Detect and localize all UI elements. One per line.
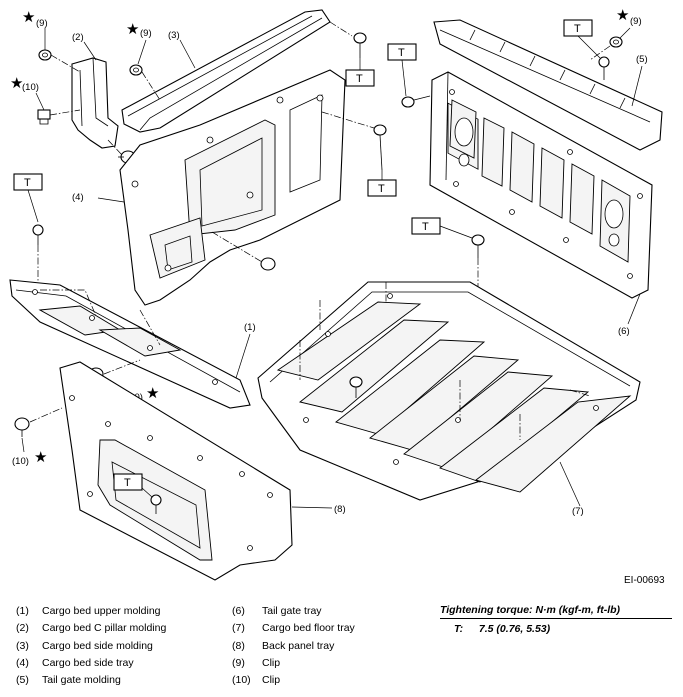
figure-id: EI-00693 xyxy=(624,575,665,586)
torque-marker: T xyxy=(345,69,375,87)
legend-left: (1)Cargo bed upper molding (2)Cargo bed … xyxy=(16,603,166,689)
torque-marker: T xyxy=(113,473,143,491)
legend-item: (2)Cargo bed C pillar molding xyxy=(16,622,167,635)
tail-gate-tray xyxy=(429,71,653,299)
c-pillar-molding xyxy=(71,57,119,149)
screw-tail-gate-tray xyxy=(401,95,431,108)
back-panel-tray xyxy=(59,361,293,581)
cargo-bed-upper-molding xyxy=(9,279,251,409)
torque-marker: T xyxy=(563,19,593,37)
legend-right: (6)Tail gate tray (7)Cargo bed floor tra… xyxy=(232,603,355,689)
torque-title: Tightening torque: N·m (kgf-m, ft-lb) xyxy=(440,604,672,619)
star-icon: ★ xyxy=(34,448,47,466)
callout-2: (2) xyxy=(72,32,84,43)
screw-upper-molding xyxy=(32,224,44,245)
torque-spec-box: Tightening torque: N·m (kgf-m, ft-lb) T:… xyxy=(440,604,672,635)
clip-9-right xyxy=(609,36,623,48)
screw-side-tray-right xyxy=(373,124,387,171)
screw-side-tray xyxy=(260,257,276,271)
cargo-bed-side-tray xyxy=(119,69,346,306)
legend-item: (5)Tail gate molding xyxy=(16,674,121,687)
clip-9-side xyxy=(129,64,143,76)
screw-side-molding xyxy=(353,32,367,58)
tail-gate-molding xyxy=(433,19,663,151)
callout-3: (3) xyxy=(168,30,180,41)
star-icon: ★ xyxy=(22,8,35,26)
torque-marker: T xyxy=(411,217,441,235)
svg-text:T: T xyxy=(356,73,363,85)
screw-back-panel xyxy=(150,494,162,514)
callout-8: (8) xyxy=(334,504,346,515)
clip-10-left xyxy=(37,109,51,125)
legend-item: (7)Cargo bed floor tray xyxy=(232,622,355,635)
callout-9-left: (9) xyxy=(36,18,48,29)
callout-9-side: (9) xyxy=(140,28,152,39)
side-molding xyxy=(121,9,331,133)
star-icon: ★ xyxy=(126,20,139,38)
legend-item: (1)Cargo bed upper molding xyxy=(16,605,161,617)
callout-4: (4) xyxy=(72,192,84,203)
legend-item: (10)Clip xyxy=(232,674,281,687)
legend-item: (6)Tail gate tray xyxy=(232,605,322,617)
callout-9-right: (9) xyxy=(630,16,642,27)
cargo-bed-floor-tray xyxy=(257,281,641,501)
screw-floor-tray xyxy=(471,234,485,258)
star-icon: ★ xyxy=(10,74,23,92)
legend-item: (4)Cargo bed side tray xyxy=(16,656,134,669)
floor-screw xyxy=(349,376,363,398)
legend-item: (9)Clip xyxy=(232,656,281,669)
svg-text:T: T xyxy=(574,23,581,35)
screw-tail-gate-molding xyxy=(598,56,610,80)
svg-text:T: T xyxy=(124,477,131,489)
torque-symbol: T: xyxy=(454,623,464,635)
legend-item: (8)Back panel tray xyxy=(232,639,335,652)
torque-value: 7.5 (0.76, 5.53) xyxy=(478,623,551,635)
callout-1: (1) xyxy=(244,322,256,333)
clip-9-left xyxy=(38,49,52,61)
torque-marker: T xyxy=(387,43,417,61)
torque-value-row: T: 7.5 (0.76, 5.53) xyxy=(440,623,672,635)
star-icon: ★ xyxy=(146,384,159,402)
callout-10-lower: (10) xyxy=(12,456,29,467)
star-icon: ★ xyxy=(616,6,629,24)
svg-text:T: T xyxy=(378,183,385,195)
exploded-parts-diagram: (2) ★ (9) ★ (10) (3) ★ (9) T xyxy=(9,6,663,581)
clip-10-lower xyxy=(14,417,30,437)
callout-6: (6) xyxy=(618,326,630,337)
callout-7: (7) xyxy=(572,506,584,517)
torque-marker: T xyxy=(367,179,397,197)
svg-text:T: T xyxy=(398,47,405,59)
legend-item: (3)Cargo bed side molding xyxy=(16,639,153,652)
callout-10-left: (10) xyxy=(22,82,39,93)
svg-text:T: T xyxy=(24,177,31,189)
torque-marker: T xyxy=(13,173,43,191)
svg-text:T: T xyxy=(422,221,429,233)
callout-5: (5) xyxy=(636,54,648,65)
